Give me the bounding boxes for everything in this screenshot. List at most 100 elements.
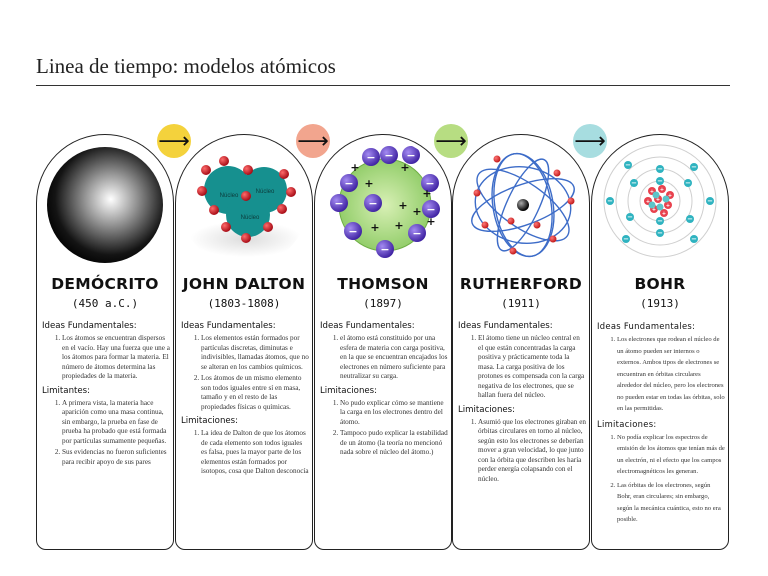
arrow-icon: ⟶	[573, 124, 607, 158]
svg-text:−: −	[625, 161, 631, 169]
model-name: RUTHERFORD	[459, 275, 583, 293]
svg-text:−: −	[657, 177, 663, 185]
list-item: Los elementos están formados por partícu…	[201, 334, 309, 372]
model-description: Ideas Fundamentales: Los elementos están…	[181, 321, 309, 479]
dalton-atom-image: Núcleo Núcleo Núcleo	[180, 139, 308, 267]
nucleus-label: Núcleo	[220, 193, 239, 199]
section-heading: Ideas Fundamentales:	[597, 321, 696, 331]
model-name: DEMÓCRITO	[51, 275, 159, 293]
list-item: El átomo tiene un núcleo central en el q…	[478, 334, 586, 401]
svg-text:−: −	[426, 203, 435, 216]
title-divider	[36, 85, 730, 86]
arrow-icon: ⟶	[157, 124, 191, 158]
model-year: (450 a.C.)	[71, 297, 139, 310]
section-heading: Ideas Fundamentales:	[458, 321, 553, 331]
model-year: (1897)	[363, 297, 403, 310]
svg-text:−: −	[406, 149, 415, 162]
svg-text:+: +	[646, 199, 650, 205]
section-heading: Limitaciones:	[181, 416, 239, 426]
svg-text:+: +	[666, 203, 670, 209]
model-description: Ideas Fundamentales: el átomo está const…	[320, 321, 448, 460]
list-item: Tampoco pudo explicar la estabilidad de …	[340, 429, 448, 458]
list-item: Sus evidencias no fueron suficientes par…	[62, 448, 170, 467]
svg-text:−: −	[368, 197, 377, 210]
section-heading: Limitaciones:	[320, 385, 378, 396]
svg-text:−: −	[344, 177, 353, 190]
list-item: No pudo explicar cómo se mantiene la car…	[340, 399, 448, 428]
svg-text:−: −	[623, 235, 629, 243]
svg-text:+: +	[398, 199, 407, 212]
svg-text:−: −	[691, 163, 697, 171]
model-card-dalton: Núcleo Núcleo Núcleo JOHN DALTON (1803-1…	[175, 134, 313, 550]
svg-text:−: −	[384, 149, 393, 162]
list-item: Los átomos se encuentran dispersos en el…	[62, 334, 170, 382]
thomson-atom-image: −−− −−− −−− −− +++ +++ +++	[319, 139, 447, 267]
section-heading: Ideas Fundamentales:	[42, 321, 137, 331]
list-item: La idea de Dalton de que los átomos de c…	[201, 429, 309, 477]
svg-text:+: +	[652, 207, 656, 213]
svg-text:+: +	[656, 197, 660, 203]
svg-text:+: +	[400, 161, 409, 174]
svg-text:+: +	[350, 161, 359, 174]
svg-text:+: +	[364, 177, 373, 190]
svg-text:−: −	[380, 243, 389, 256]
arrow-icon: ⟶	[434, 124, 468, 158]
svg-text:+: +	[370, 221, 379, 234]
svg-text:−: −	[657, 217, 663, 225]
rutherford-atom-image	[457, 139, 585, 267]
svg-text:−: −	[691, 235, 697, 243]
list-item: Asumió que los electrones giraban en órb…	[478, 418, 586, 485]
list-item: el átomo está constituido por una esfera…	[340, 334, 448, 382]
section-heading: Limitaciones:	[597, 418, 657, 429]
list-item: No podía explicar los espectros de emisi…	[617, 432, 725, 478]
svg-text:+: +	[412, 205, 421, 218]
model-description: Ideas Fundamentales: El átomo tiene un n…	[458, 321, 586, 486]
svg-text:−: −	[657, 165, 663, 173]
democrito-sphere-image	[41, 139, 169, 267]
model-year: (1911)	[501, 297, 541, 310]
section-heading: Limitaciones:	[458, 404, 516, 415]
svg-text:+: +	[660, 187, 664, 193]
page-title: Linea de tiempo: modelos atómicos	[36, 54, 336, 78]
list-item: Las órbitas de los electrones, según Boh…	[617, 480, 725, 526]
model-name: BOHR	[634, 275, 686, 293]
nucleus-label: Núcleo	[256, 189, 275, 195]
svg-text:+: +	[668, 193, 672, 199]
section-heading: Limitantes:	[42, 385, 91, 396]
model-description: Ideas Fundamentales: Los electrones que …	[597, 321, 725, 528]
svg-text:−: −	[707, 197, 713, 205]
section-heading: Ideas Fundamentales:	[320, 321, 415, 331]
svg-text:−: −	[607, 197, 613, 205]
model-year: (1803-1808)	[207, 297, 281, 310]
bohr-atom-image: +++ +++ ++ −−− −−− −−− −−− −−	[596, 139, 724, 267]
list-item: Los electrones que rodean el núcleo de u…	[617, 334, 725, 415]
svg-text:+: +	[650, 189, 654, 195]
svg-text:−: −	[685, 179, 691, 187]
model-name: THOMSON	[337, 275, 429, 293]
model-year: (1913)	[640, 297, 680, 310]
model-card-thomson: −−− −−− −−− −− +++ +++ +++ THOMSON (1897…	[314, 134, 452, 550]
model-name: JOHN DALTON	[182, 275, 306, 293]
svg-text:−: −	[366, 151, 375, 164]
nucleus-label: Núcleo	[241, 215, 260, 221]
model-card-democrito: DEMÓCRITO (450 a.C.) Ideas Fundamentales…	[36, 134, 174, 550]
list-item: A primera vista, la materia hace aparici…	[62, 399, 170, 447]
list-item: Los átomos de un mismo elemento son todo…	[201, 374, 309, 412]
model-card-bohr: +++ +++ ++ −−− −−− −−− −−− −− BOHR (1913…	[591, 134, 729, 550]
svg-text:−: −	[348, 225, 357, 238]
section-heading: Ideas Fundamentales:	[181, 321, 276, 331]
svg-text:+: +	[394, 219, 403, 232]
svg-text:−: −	[657, 229, 663, 237]
arrow-icon: ⟶	[296, 124, 330, 158]
svg-text:−: −	[425, 177, 434, 190]
svg-text:+: +	[426, 215, 435, 228]
svg-text:+: +	[422, 187, 431, 200]
svg-text:−: −	[334, 197, 343, 210]
svg-text:−: −	[687, 215, 693, 223]
model-card-rutherford: RUTHERFORD (1911) Ideas Fundamentales: E…	[452, 134, 590, 550]
svg-text:−: −	[631, 179, 637, 187]
svg-text:−: −	[412, 227, 421, 240]
svg-text:−: −	[627, 213, 633, 221]
svg-text:+: +	[662, 211, 666, 217]
model-description: Ideas Fundamentales: Los átomos se encue…	[42, 321, 170, 469]
